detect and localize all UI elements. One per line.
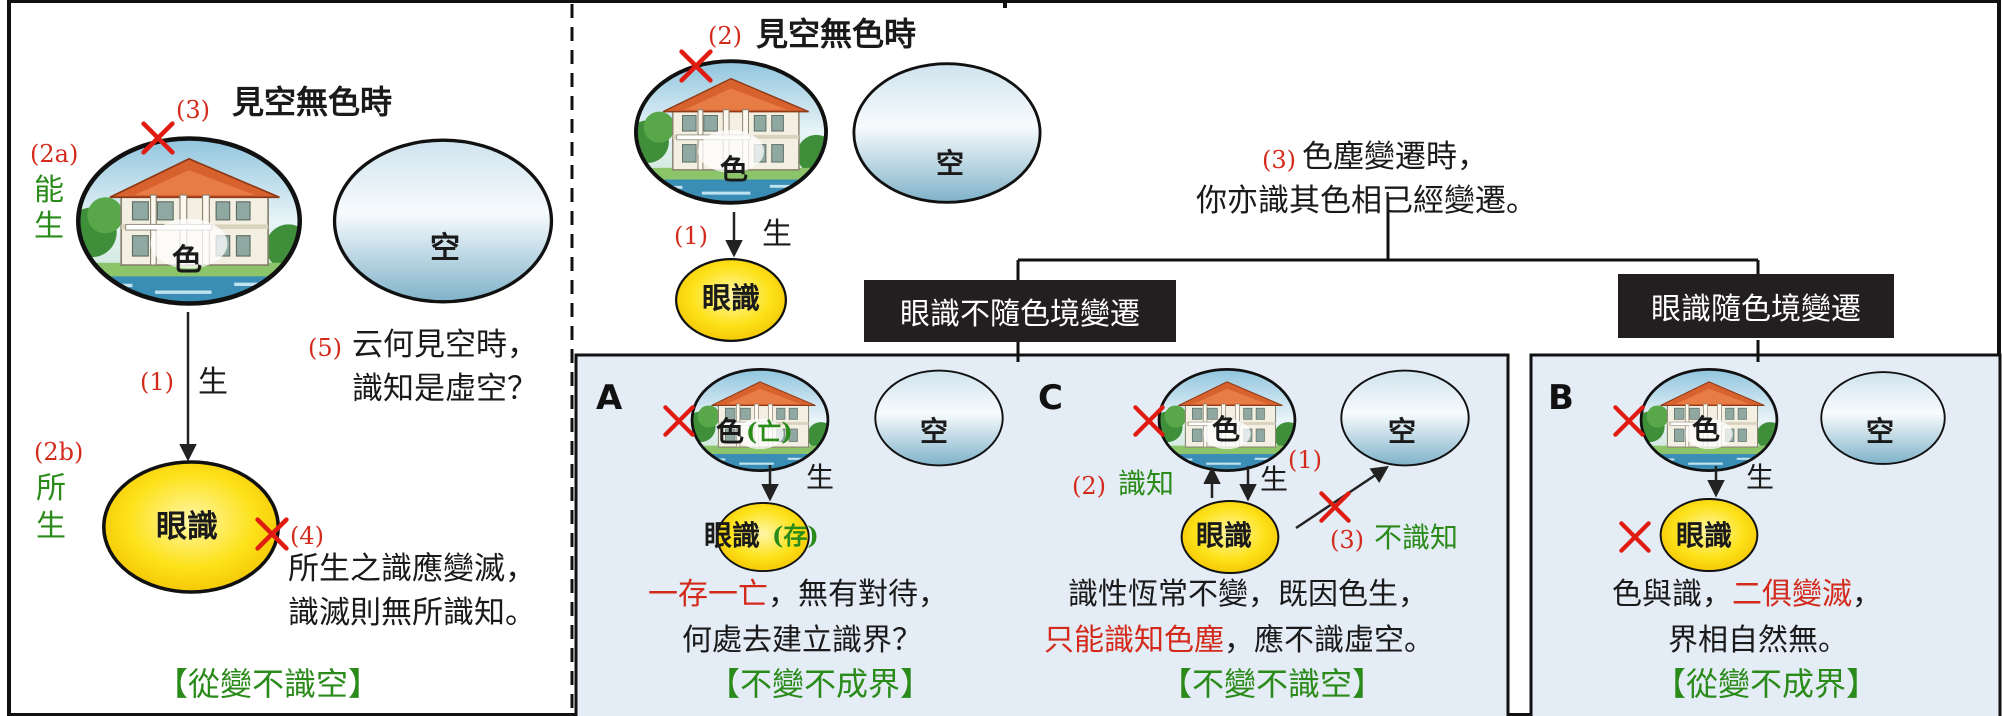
- a-text-line2: 何處去建立識界？: [682, 623, 922, 658]
- top-kong-circle: [852, 62, 1042, 204]
- top-kong-label: 空: [936, 147, 965, 180]
- c-sheng-label: 生: [1260, 463, 1289, 496]
- top-se-label: 色: [720, 153, 749, 186]
- left-title: 見空無色時: [232, 83, 393, 121]
- left-footer: 【從變不識空】: [156, 665, 381, 703]
- panel-b-letter: B: [1548, 378, 1574, 418]
- left-neng: 能: [34, 173, 64, 208]
- branch-label-unchanging: 眼識不隨色境變遷: [864, 280, 1176, 342]
- b-eye-label: 眼識: [1676, 519, 1733, 552]
- a-se-label: 色: [716, 415, 745, 448]
- a-eye-state: (存): [772, 521, 819, 550]
- left-sheng-b: 生: [36, 509, 66, 544]
- top-question-line1: 色塵變遷時，: [1302, 139, 1488, 175]
- left-sheng-a: 生: [34, 209, 64, 244]
- left-kong-circle: [332, 138, 554, 304]
- left-kong-label: 空: [430, 231, 460, 266]
- left-se-picture: [67, 136, 311, 310]
- top-question-line2: 你亦識其色相已經變遷。: [1196, 183, 1537, 219]
- a-se-state: (亡): [746, 417, 793, 446]
- left-mark-2a: (2a): [30, 140, 79, 168]
- a-text-line1: 一存一亡，無有對待，: [648, 577, 948, 612]
- left-question-line1: 云何見空時，: [352, 327, 538, 363]
- b-footer: 【從變不成界】: [1654, 665, 1879, 703]
- top-mark-1: (1): [674, 222, 708, 250]
- left-se-label: 色: [172, 243, 202, 278]
- top-se-picture: [626, 59, 836, 208]
- top-mark-2: (2): [708, 22, 742, 50]
- c-mark-2: (2): [1072, 472, 1106, 500]
- left-sheng-label: 生: [198, 365, 228, 400]
- c-zhi-label: 識知: [1118, 467, 1175, 500]
- c-se-label: 色: [1212, 413, 1241, 446]
- panel-c-letter: C: [1038, 378, 1063, 418]
- c-buzhi-label: 不識知: [1374, 521, 1459, 554]
- b-sheng-label: 生: [1746, 461, 1775, 494]
- c-eye-label: 眼識: [1196, 519, 1253, 552]
- c-text-line2: 只能識知色塵，應不識虛空。: [1044, 623, 1434, 658]
- left-mark-4: (4): [290, 522, 324, 550]
- b-text-line1: 色與識，二俱變滅，: [1612, 577, 1882, 612]
- top-sheng-label: 生: [762, 217, 792, 252]
- top-title: 見空無色時: [756, 15, 917, 53]
- a-kong-label: 空: [920, 415, 949, 448]
- c-mark-3: (3): [1330, 526, 1364, 554]
- b-text-line2: 界相自然無。: [1668, 623, 1848, 658]
- left-mark-3: (3): [176, 96, 210, 124]
- left-question-line2: 識知是虛空？: [352, 371, 538, 407]
- panel-a-letter: A: [596, 378, 623, 418]
- branch-label-changing: 眼識隨色境變遷: [1618, 274, 1894, 338]
- top-eye-label: 眼識: [702, 281, 761, 315]
- top-mark-3: (3): [1262, 146, 1296, 174]
- b-se-label: 色: [1692, 413, 1721, 446]
- c-footer: 【不變不識空】: [1160, 665, 1385, 703]
- b-kong-label: 空: [1866, 415, 1895, 448]
- left-statement-line1: 所生之識應變滅，: [288, 551, 536, 587]
- c-kong-label: 空: [1388, 415, 1417, 448]
- left-suo: 所: [36, 471, 66, 506]
- c-text-line1: 識性恆常不變，既因色生，: [1068, 577, 1428, 612]
- left-mark-5: (5): [308, 334, 342, 362]
- left-mark-2b: (2b): [34, 438, 84, 466]
- left-eye-label: 眼識: [156, 509, 218, 545]
- a-footer: 【不變不成界】: [708, 665, 933, 703]
- c-mark-1: (1): [1288, 446, 1322, 474]
- left-mark-1: (1): [140, 368, 174, 396]
- a-eye-label: 眼識: [704, 519, 761, 552]
- left-statement-line2: 識滅則無所識知。: [288, 595, 536, 631]
- a-sheng-label: 生: [806, 461, 835, 494]
